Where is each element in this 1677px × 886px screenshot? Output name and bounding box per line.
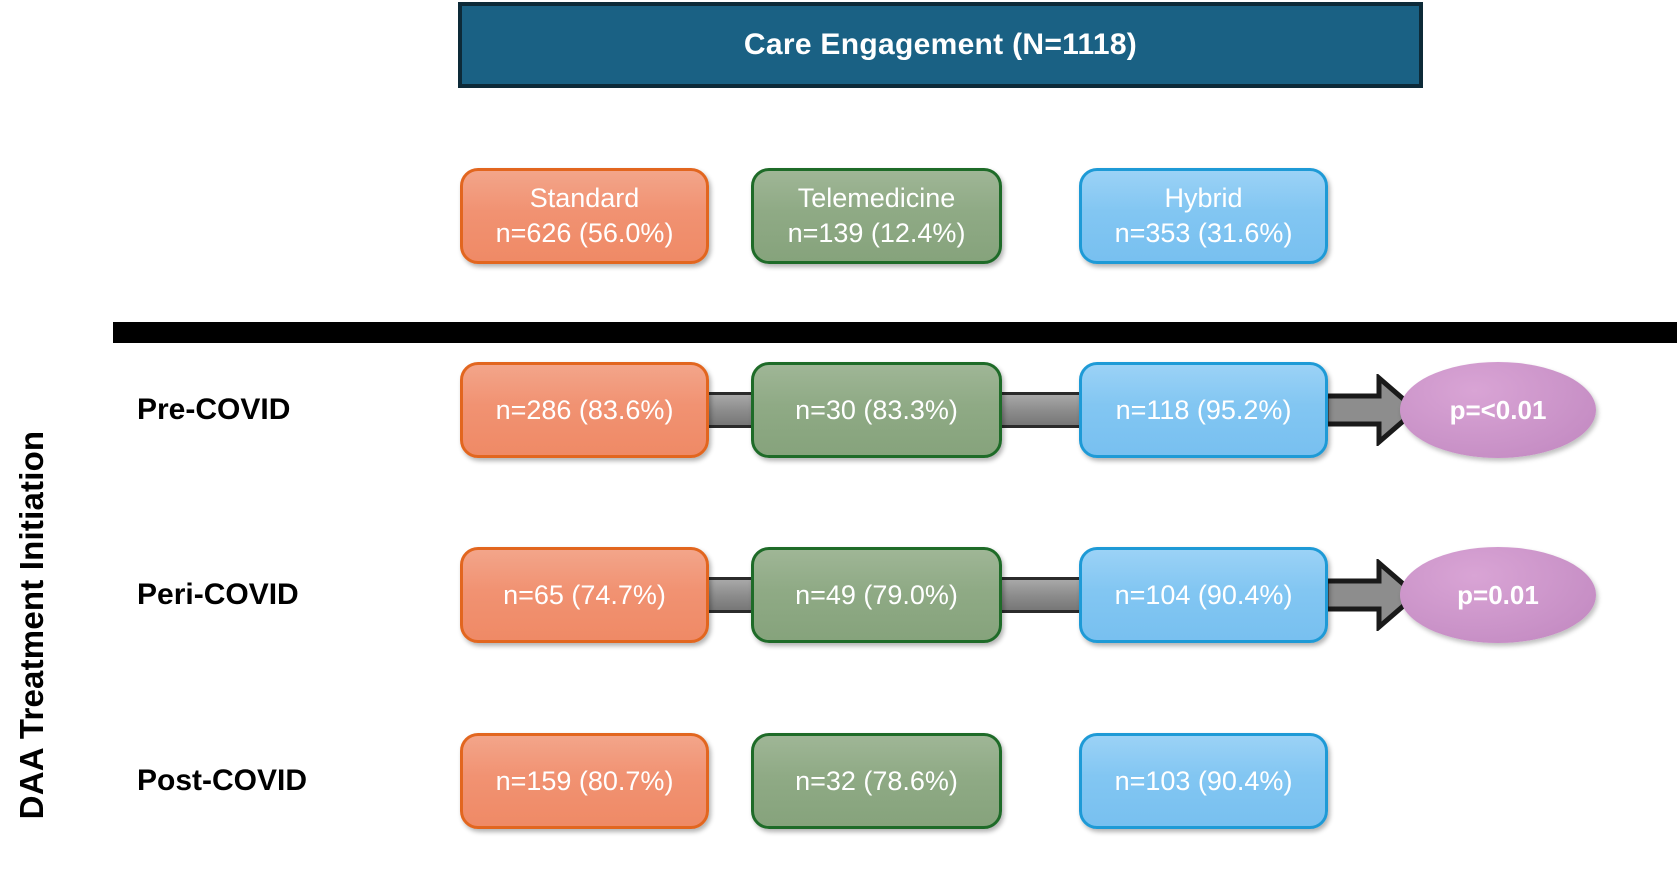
pvalue-text-peri-covid: p=0.01	[1457, 579, 1539, 610]
cell-pre-covid-telemedicine: n=30 (83.3%)	[751, 362, 1002, 458]
category-box-telemedicine: Telemedicine n=139 (12.4%)	[751, 168, 1002, 264]
row-label-post-covid: Post-COVID	[137, 764, 308, 797]
category-name-telemedicine: Telemedicine	[797, 183, 956, 214]
cell-post-covid-hybrid: n=103 (90.4%)	[1079, 733, 1328, 829]
section-divider	[113, 322, 1677, 343]
row-label-peri-covid: Peri-COVID	[137, 578, 299, 611]
connector-telemedicine-hybrid	[994, 392, 1086, 428]
category-count-hybrid: n=353 (31.6%)	[1114, 218, 1293, 248]
cell-post-covid-telemedicine: n=32 (78.6%)	[751, 733, 1002, 829]
category-name-hybrid: Hybrid	[1164, 183, 1243, 214]
cell-peri-covid-hybrid: n=104 (90.4%)	[1079, 547, 1328, 643]
cell-peri-covid-standard: n=65 (74.7%)	[460, 547, 709, 643]
right-arrow-icon	[1323, 374, 1419, 446]
cell-peri-covid-telemedicine: n=49 (79.0%)	[751, 547, 1002, 643]
category-box-standard: Standard n=626 (56.0%)	[460, 168, 709, 264]
care-engagement-banner: Care Engagement (N=1118)	[458, 2, 1423, 88]
category-count-telemedicine: n=139 (12.4%)	[787, 218, 966, 248]
row-label-pre-covid: Pre-COVID	[137, 393, 291, 426]
pvalue-text-pre-covid: p=<0.01	[1449, 394, 1547, 425]
cell-post-covid-standard: n=159 (80.7%)	[460, 733, 709, 829]
right-arrow-icon	[1323, 559, 1419, 631]
cell-pre-covid-hybrid: n=118 (95.2%)	[1079, 362, 1328, 458]
pvalue-badge-pre-covid: p=<0.01	[1400, 362, 1596, 458]
category-name-standard: Standard	[529, 183, 640, 214]
axis-label-daa-treatment-initiation: DAA Treatment Initiation	[13, 430, 50, 820]
banner-title: Care Engagement (N=1118)	[743, 28, 1138, 61]
category-count-standard: n=626 (56.0%)	[495, 218, 674, 248]
category-box-hybrid: Hybrid n=353 (31.6%)	[1079, 168, 1328, 264]
pvalue-badge-peri-covid: p=0.01	[1400, 547, 1596, 643]
cell-pre-covid-standard: n=286 (83.6%)	[460, 362, 709, 458]
connector-telemedicine-hybrid	[994, 577, 1086, 613]
